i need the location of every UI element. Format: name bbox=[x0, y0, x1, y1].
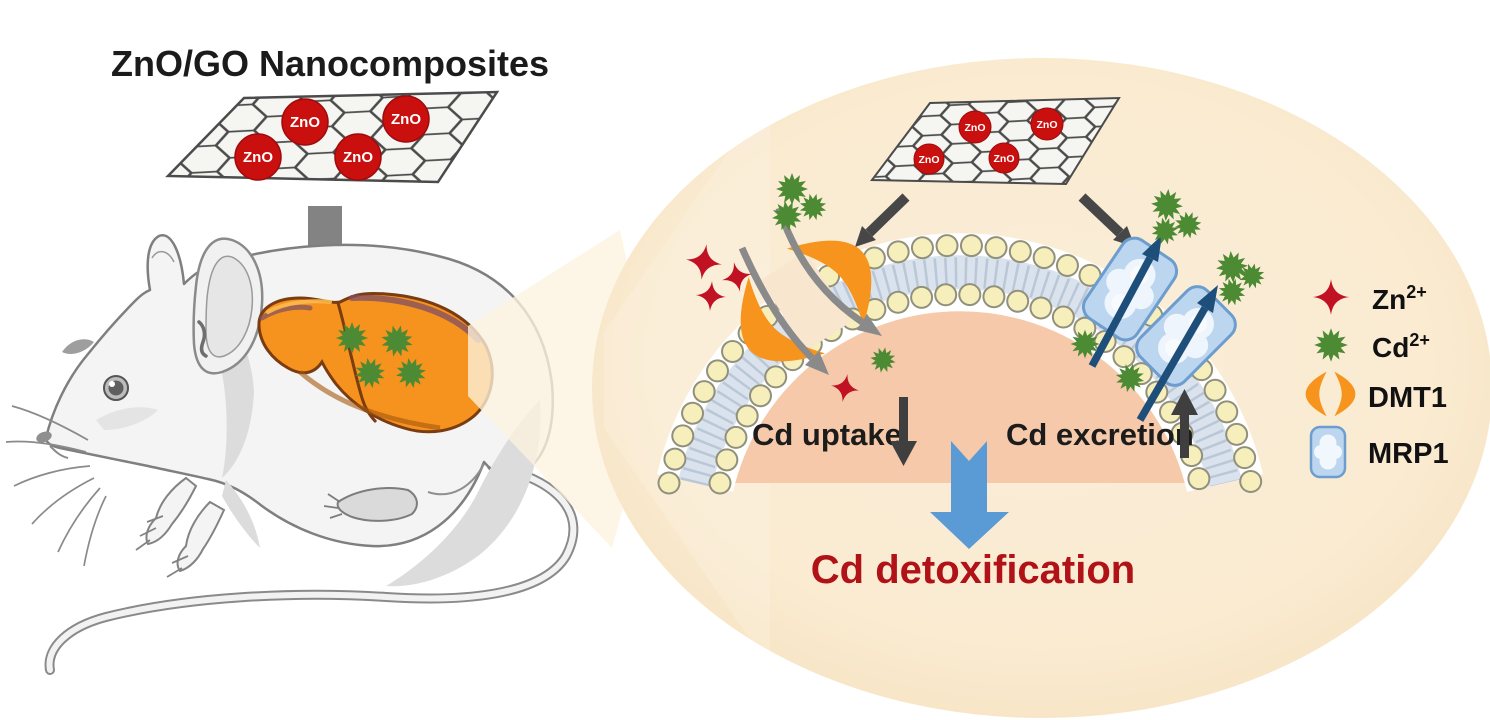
liver-lobe-crease bbox=[336, 302, 378, 424]
zno-label: ZnO bbox=[243, 149, 273, 166]
zno-label: ZnO bbox=[391, 111, 421, 128]
liver-accent bbox=[349, 294, 481, 343]
left-ear-line bbox=[151, 250, 175, 263]
detoxification-arrow-icon bbox=[930, 441, 1009, 549]
zno-nanoparticles-right: ZnO ZnO ZnO ZnO bbox=[913, 107, 1064, 175]
mouse-tail-fill bbox=[46, 463, 577, 673]
cheek-shading bbox=[96, 407, 158, 430]
go-nanosheet-left: ZnO ZnO ZnO ZnO bbox=[165, 90, 500, 184]
hind-leg-contour bbox=[427, 463, 485, 496]
mouse-mouth bbox=[49, 445, 69, 459]
zoom-cone-highlight bbox=[604, 92, 770, 668]
outer-lipid-heads-fill bbox=[659, 235, 1261, 493]
excretion-increase-arrow-icon bbox=[1171, 389, 1198, 458]
zno-label: ZnO bbox=[994, 153, 1015, 165]
liver-accent-left bbox=[259, 304, 313, 321]
cd-uptake-label: Cd uptake bbox=[752, 417, 902, 452]
zno-label: ZnO bbox=[1037, 119, 1058, 131]
cd-detoxification-label: Cd detoxification bbox=[811, 548, 1135, 592]
zno-label: ZnO bbox=[290, 114, 320, 131]
mouse-nose bbox=[36, 431, 52, 443]
legend-label-zn: Zn2+ bbox=[1372, 282, 1427, 315]
uptake-decrease-arrow-icon bbox=[890, 397, 917, 466]
liver-highlight bbox=[266, 299, 332, 314]
mouse-whiskers bbox=[5, 405, 107, 567]
figure-title: ZnO/GO Nanocomposites bbox=[111, 43, 549, 84]
mrp1-transporter-icon bbox=[1309, 425, 1347, 479]
mrp1-transporters bbox=[1081, 235, 1237, 422]
liver-shadow bbox=[298, 370, 441, 431]
mouse-hind-foot bbox=[323, 487, 418, 522]
mouse-front-paws bbox=[135, 476, 226, 578]
legend-label-mrp1: MRP1 bbox=[1368, 438, 1449, 470]
go-nanosheet-right: ZnO ZnO ZnO ZnO bbox=[870, 96, 1121, 186]
liver bbox=[257, 292, 494, 434]
legend-label-cd: Cd2+ bbox=[1372, 330, 1430, 363]
legend: Zn2+ Cd2+ DMT1 MRP1 bbox=[1305, 278, 1449, 479]
efflux-arrows bbox=[1088, 235, 1218, 422]
mouse-eye bbox=[103, 375, 129, 401]
zno-label: ZnO bbox=[919, 154, 940, 166]
dmt1-pore bbox=[760, 251, 852, 351]
legend-label-dmt1: DMT1 bbox=[1368, 382, 1447, 414]
foreleg-shading bbox=[222, 480, 260, 548]
zno-label: ZnO bbox=[343, 149, 373, 166]
zno-nanoparticles-left: ZnO ZnO ZnO ZnO bbox=[234, 95, 430, 181]
cd-excretion-label: Cd excretion bbox=[1006, 417, 1194, 452]
zno-label: ZnO bbox=[965, 122, 986, 134]
brow-marking bbox=[62, 339, 94, 354]
mouse-ear bbox=[192, 237, 264, 375]
